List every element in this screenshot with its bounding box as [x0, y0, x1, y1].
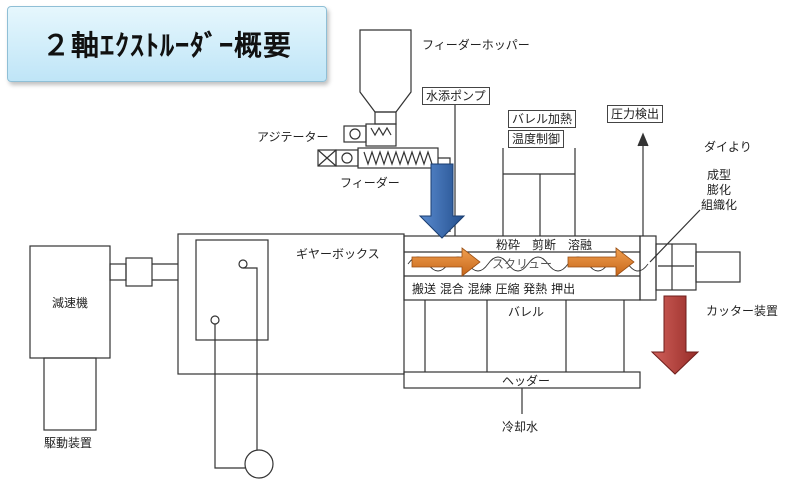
label-reducer: 減速機: [52, 296, 89, 310]
hopper-neck: [374, 111, 397, 125]
label-water-pump: 水添ポンプ: [422, 87, 490, 105]
label-gearbox: ギヤーボックス: [296, 247, 380, 261]
flow-arrow-1: [411, 247, 481, 277]
title-box: ２軸ｴｸｽﾄﾙｰﾀﾞｰ概要: [7, 6, 327, 82]
label-header: ヘッダー: [502, 374, 551, 388]
label-screw: スクリュー: [492, 257, 553, 271]
page-title: ２軸ｴｸｽﾄﾙｰﾀﾞｰ概要: [41, 29, 292, 62]
gearbox: [177, 233, 405, 375]
agitator-body: [365, 123, 397, 147]
label-cutter: カッター装置: [706, 304, 779, 318]
label-molding-2: 膨化: [707, 183, 732, 197]
cooling-pump-motor: [244, 449, 274, 479]
cutter-housing: [655, 243, 697, 291]
label-agitator: アジテーター: [257, 130, 329, 144]
label-feeder-hopper: フィーダーホッパー: [422, 38, 530, 52]
drive-box: [43, 357, 97, 431]
label-barrel: バレル: [508, 305, 545, 319]
feeder-motor: [335, 149, 359, 167]
label-process-bottom: 搬送 混合 混練 圧縮 発熱 押出: [412, 282, 576, 296]
hopper: [359, 29, 412, 113]
label-cooling-water: 冷却水: [502, 420, 539, 434]
coupling-2: [125, 257, 153, 287]
output-arrow: [650, 295, 700, 375]
label-molding-1: 成型: [707, 168, 732, 182]
cutter-shaft: [695, 251, 741, 283]
label-temp-control: 温度制御: [508, 130, 565, 148]
label-barrel-heating: バレル加熱: [508, 110, 577, 128]
label-drive: 駆動装置: [44, 436, 93, 450]
flow-arrow-2: [567, 247, 635, 277]
agitator-box-left: [343, 125, 367, 143]
label-pressure-detect: 圧力検出: [607, 105, 664, 123]
label-process-top: 粉砕 剪断 溶融: [496, 238, 593, 252]
coupling: [109, 263, 127, 281]
gearbox-inner: [195, 239, 269, 341]
heating-bracket: [502, 148, 576, 236]
label-from-die: ダイより: [704, 140, 752, 154]
label-molding-3: 組織化: [701, 198, 738, 212]
label-feeder: フィーダー: [340, 176, 400, 190]
die: [639, 235, 657, 301]
water-arrow: [418, 163, 466, 239]
